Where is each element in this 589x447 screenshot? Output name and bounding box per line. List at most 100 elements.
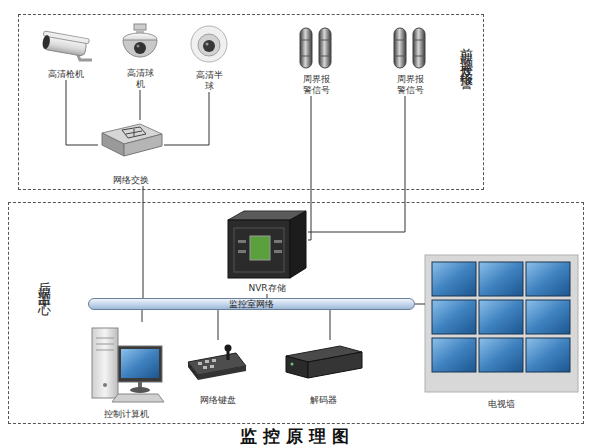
nvr-recorder xyxy=(290,211,306,278)
dome-camera xyxy=(191,26,227,62)
device-label: 高清枪机 xyxy=(48,69,84,80)
sensor-node: 周界报 警信号 xyxy=(296,26,336,96)
video-wall xyxy=(526,262,570,296)
control-computer xyxy=(92,328,118,398)
beam-sensor xyxy=(394,40,425,56)
decoder-box xyxy=(286,356,308,378)
network-switch xyxy=(122,127,146,138)
network-keyboard xyxy=(188,362,198,380)
video-wall xyxy=(526,338,570,372)
camera-node: 高清半 球 xyxy=(186,26,232,92)
control-computer xyxy=(103,383,107,387)
video-wall xyxy=(479,300,523,334)
zone-title: 前端监控及报警 xyxy=(459,37,473,72)
device-label: 网络键盘 xyxy=(200,395,236,406)
network-keyboard xyxy=(205,360,209,363)
dome-camera xyxy=(206,43,209,46)
speed-dome-camera xyxy=(137,45,140,48)
keyboard-node: 网络键盘 xyxy=(184,340,252,406)
speed-dome-camera xyxy=(123,40,157,57)
video-wall xyxy=(526,300,570,334)
network-keyboard xyxy=(188,345,246,381)
connector-line xyxy=(66,80,98,145)
beam-sensor xyxy=(300,28,331,68)
bus-label: 监控室网络 xyxy=(229,299,274,309)
bullet-camera xyxy=(41,31,92,60)
decoder-box xyxy=(308,352,362,378)
device-label: 电视墙 xyxy=(488,399,515,410)
network-keyboard xyxy=(225,345,232,352)
connector-line xyxy=(267,294,268,298)
nvr-recorder xyxy=(274,240,282,243)
connector-group xyxy=(66,80,425,340)
decoder-box xyxy=(286,346,362,378)
switch-node: 网络交换 xyxy=(98,120,164,186)
device-label: 周界报 警信号 xyxy=(397,74,424,96)
beam-sensor xyxy=(394,28,406,68)
zone-title: 后端监中心 xyxy=(37,271,51,296)
device-label: 网络交换 xyxy=(113,175,149,186)
speed-dome-camera xyxy=(123,24,157,57)
camera-node: 高清球 机 xyxy=(118,24,162,90)
control-computer xyxy=(121,349,159,378)
connector-line xyxy=(140,90,141,120)
beam-sensor xyxy=(300,28,312,68)
nvr-recorder xyxy=(238,250,246,253)
control-computer xyxy=(118,346,162,382)
nvr-recorder xyxy=(250,236,270,260)
connector-line xyxy=(330,310,331,340)
bullet-camera xyxy=(43,31,89,44)
network-bus: 监控室网络 xyxy=(88,298,415,310)
network-keyboard xyxy=(198,366,246,380)
dome-camera xyxy=(198,34,220,56)
device-label: 周界报 警信号 xyxy=(303,74,330,96)
dome-camera xyxy=(191,26,227,62)
nvr-node: NVR存储 xyxy=(226,210,308,294)
network-keyboard xyxy=(198,362,202,365)
decoder-box xyxy=(291,363,294,366)
beam-sensor xyxy=(394,28,425,68)
video-wall xyxy=(479,262,523,296)
beam-sensor xyxy=(300,40,331,56)
connector-line xyxy=(164,92,209,145)
camera-node: 高清枪机 xyxy=(38,28,94,80)
network-switch xyxy=(126,129,142,136)
network-switch xyxy=(102,124,162,156)
connector-line xyxy=(142,310,143,322)
nvr-recorder xyxy=(228,220,290,278)
connector-line xyxy=(308,96,311,240)
connector-line xyxy=(415,304,425,305)
video-wall xyxy=(432,338,476,372)
network-keyboard xyxy=(210,365,214,368)
control-computer xyxy=(112,394,164,402)
bullet-camera xyxy=(41,31,89,57)
video-wall xyxy=(432,300,476,334)
speed-dome-camera xyxy=(134,42,146,54)
video-wall xyxy=(479,338,523,372)
bullet-camera xyxy=(42,35,51,50)
video-wall xyxy=(425,255,578,392)
control-computer xyxy=(96,338,114,350)
device-label: 高清半 球 xyxy=(196,70,223,92)
beam-sensor xyxy=(413,28,425,68)
nvr-recorder xyxy=(228,211,306,278)
control-computer xyxy=(130,387,150,393)
connector-line xyxy=(143,186,144,298)
video-wall-node: 电视墙 xyxy=(425,255,578,410)
decoder-node: 解码器 xyxy=(282,340,364,406)
connector-line xyxy=(218,310,219,340)
control-computer xyxy=(92,328,164,402)
video-wall xyxy=(432,262,476,296)
diagram-caption: 监 控 原 理 图 xyxy=(0,425,589,447)
nvr-recorder xyxy=(238,240,246,243)
device-label: 控制计算机 xyxy=(104,409,149,420)
network-keyboard xyxy=(212,359,216,362)
zone-box: 后端监中心 NVR存储监控室网络控制计算机 网络键盘 解码器 电视墙 xyxy=(8,202,584,424)
device-label: 高清球 机 xyxy=(127,68,154,90)
dome-camera xyxy=(203,40,215,52)
beam-sensor xyxy=(319,28,331,68)
device-label: 解码器 xyxy=(310,395,337,406)
